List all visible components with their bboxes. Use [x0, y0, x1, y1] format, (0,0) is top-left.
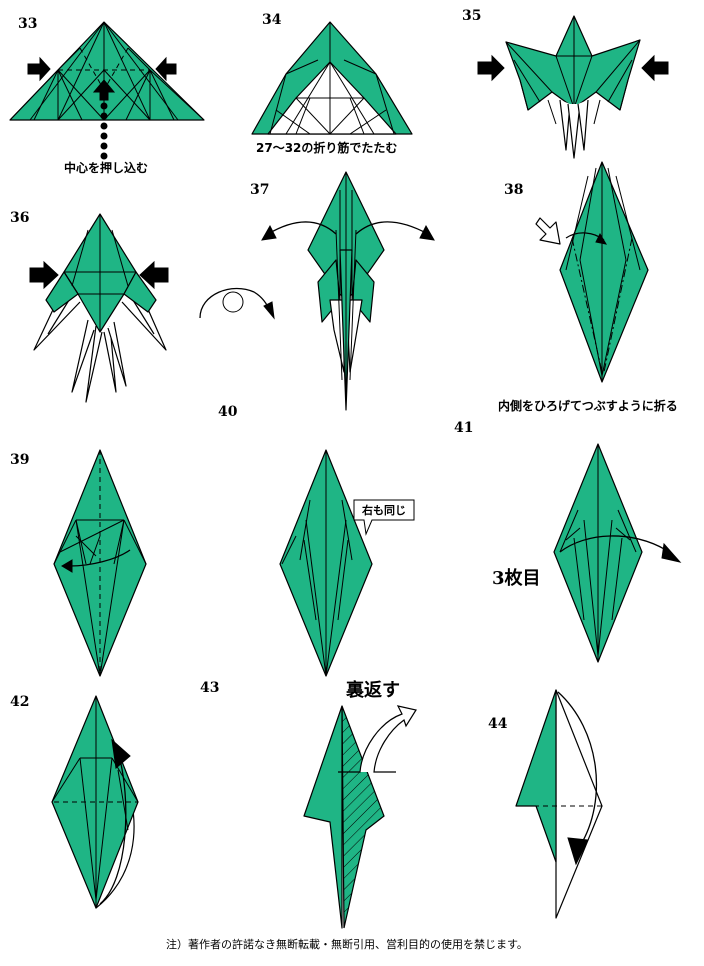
step-number: 40 [218, 404, 238, 420]
step-37: 37 [250, 171, 435, 411]
step-number: 33 [18, 16, 37, 32]
step-number: 39 [10, 452, 29, 468]
step-number: 36 [10, 210, 29, 226]
step-number: 37 [250, 182, 269, 198]
step-35: 35 [462, 8, 669, 159]
step-33: 33 中心を押し込む [9, 16, 205, 175]
callout: 右も同じ [361, 503, 406, 517]
step-number: 38 [504, 182, 523, 198]
copyright-notice: 注）著作者の許諾なき無断転載・無断引用、営利目的の使用を禁じます。 [166, 937, 528, 951]
step-number: 34 [262, 12, 282, 28]
step-number: 44 [488, 716, 508, 732]
step-34: 34 27～32の折り筋でたたむ [251, 12, 413, 155]
step-caption: 内側をひろげてつぶすように折る [498, 398, 678, 413]
step-42: 42 [10, 694, 139, 909]
step-number: 42 [10, 694, 29, 710]
step-number: 35 [462, 8, 481, 24]
step-36: 36 [10, 210, 275, 403]
step-41: 41 3枚目 [454, 420, 682, 663]
step-40: 40 右も同じ [218, 404, 415, 677]
step-caption: 27～32の折り筋でたたむ [256, 140, 397, 155]
step-caption: 3枚目 [492, 567, 541, 589]
step-caption: 中心を押し込む [64, 160, 148, 175]
step-number: 43 [200, 680, 219, 696]
step-44: 44 [488, 689, 603, 919]
step-39: 39 [10, 449, 147, 677]
step-number: 41 [454, 420, 473, 436]
step-38: 38 内側をひろげてつぶすように折る [498, 161, 678, 413]
step-caption: 裏返す [345, 679, 400, 701]
step-43: 43 裏返す [200, 679, 417, 929]
